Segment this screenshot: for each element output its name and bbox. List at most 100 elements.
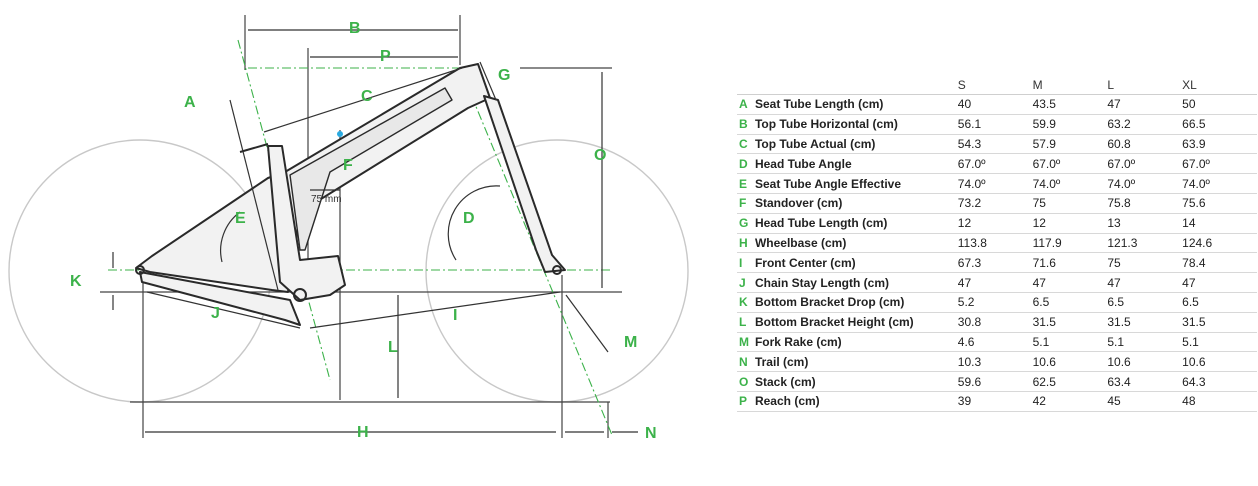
row-value-l: 63.2 [1107,114,1183,135]
row-letter: E [737,173,755,194]
dimension-letters: B P C A G O F E D K J I L M H N [70,20,657,442]
row-letter: A [737,94,755,115]
row-value-s: 47 [957,272,1033,293]
row-letter: H [737,233,755,254]
row-letter: I [737,252,755,274]
table-header-row: S M L XL [737,76,1257,95]
dim-label-p: P [380,48,391,65]
row-value-l: 45 [1107,391,1183,412]
dim-label-i: I [453,307,457,324]
row-measurement-name: Bottom Bracket Height (cm) [754,312,958,333]
row-measurement-name: Trail (cm) [754,351,958,373]
row-measurement-name: Wheelbase (cm) [754,233,958,254]
row-value-xl: 67.0º [1182,153,1257,175]
row-letter: P [737,391,755,412]
row-value-s: 5.2 [957,292,1033,313]
row-value-s: 4.6 [957,332,1033,353]
bike-frame [135,63,566,326]
row-value-m: 10.6 [1032,351,1108,373]
row-measurement-name: Fork Rake (cm) [754,332,958,353]
dim-label-k: K [70,273,82,290]
row-value-m: 12 [1032,213,1108,234]
dim-label-b: B [349,20,361,37]
row-letter: G [737,213,755,234]
dim-label-g: G [498,67,510,84]
row-letter: N [737,351,755,373]
row-value-xl: 64.3 [1182,371,1257,392]
header-size-s: S [957,76,1033,95]
row-letter: K [737,292,755,313]
row-measurement-name: Seat Tube Angle Effective [754,173,958,194]
row-value-m: 43.5 [1032,94,1108,115]
row-value-l: 121.3 [1107,233,1183,254]
row-measurement-name: Head Tube Length (cm) [754,213,958,234]
row-value-l: 63.4 [1107,371,1183,392]
row-value-s: 30.8 [957,312,1033,333]
row-value-l: 31.5 [1107,312,1183,333]
row-value-m: 71.6 [1032,252,1108,274]
row-value-l: 47 [1107,94,1183,115]
row-value-l: 67.0º [1107,153,1183,175]
bike-geometry-diagram: 75 mm B P C A G O F E D K J I L M H N [8,15,689,442]
dim-label-l: L [388,339,398,356]
dimension-lines [112,29,638,433]
row-value-xl: 6.5 [1182,292,1257,313]
header-size-m: M [1032,76,1108,95]
row-value-xl: 63.9 [1182,134,1257,155]
row-value-m: 47 [1032,272,1108,293]
row-letter: M [737,332,755,353]
row-value-m: 62.5 [1032,371,1108,392]
dim-label-m: M [624,334,637,351]
row-value-xl: 50 [1182,94,1257,115]
standover-point [337,131,343,137]
dim-label-a: A [184,94,196,111]
row-value-m: 59.9 [1032,114,1108,135]
row-letter: D [737,153,755,175]
row-value-m: 117.9 [1032,233,1108,254]
row-value-l: 10.6 [1107,351,1183,373]
row-value-s: 73.2 [957,193,1033,214]
row-value-l: 60.8 [1107,134,1183,155]
row-value-s: 10.3 [957,351,1033,373]
row-value-l: 5.1 [1107,332,1183,353]
row-value-l: 13 [1107,213,1183,234]
row-value-s: 74.0º [957,173,1033,194]
row-measurement-name: Reach (cm) [754,391,958,412]
header-size-xl: XL [1182,76,1257,95]
row-letter: F [737,193,755,214]
row-measurement-name: Standover (cm) [754,193,958,214]
row-value-xl: 48 [1182,391,1257,412]
dim-label-h: H [357,424,369,441]
row-value-xl: 124.6 [1182,233,1257,254]
header-measure-col [754,76,958,95]
row-value-xl: 66.5 [1182,114,1257,135]
reference-lines [100,15,622,438]
row-value-s: 54.3 [957,134,1033,155]
row-value-s: 39 [957,391,1033,412]
row-measurement-name: Stack (cm) [754,371,958,392]
row-value-s: 56.1 [957,114,1033,135]
row-value-m: 75 [1032,193,1108,214]
row-value-l: 74.0º [1107,173,1183,194]
row-value-xl: 5.1 [1182,332,1257,353]
row-value-xl: 10.6 [1182,351,1257,373]
row-measurement-name: Head Tube Angle [754,153,958,175]
row-value-l: 75 [1107,252,1183,274]
row-value-l: 47 [1107,272,1183,293]
row-letter: O [737,371,755,392]
dim-label-c: C [361,88,373,105]
row-value-xl: 31.5 [1182,312,1257,333]
